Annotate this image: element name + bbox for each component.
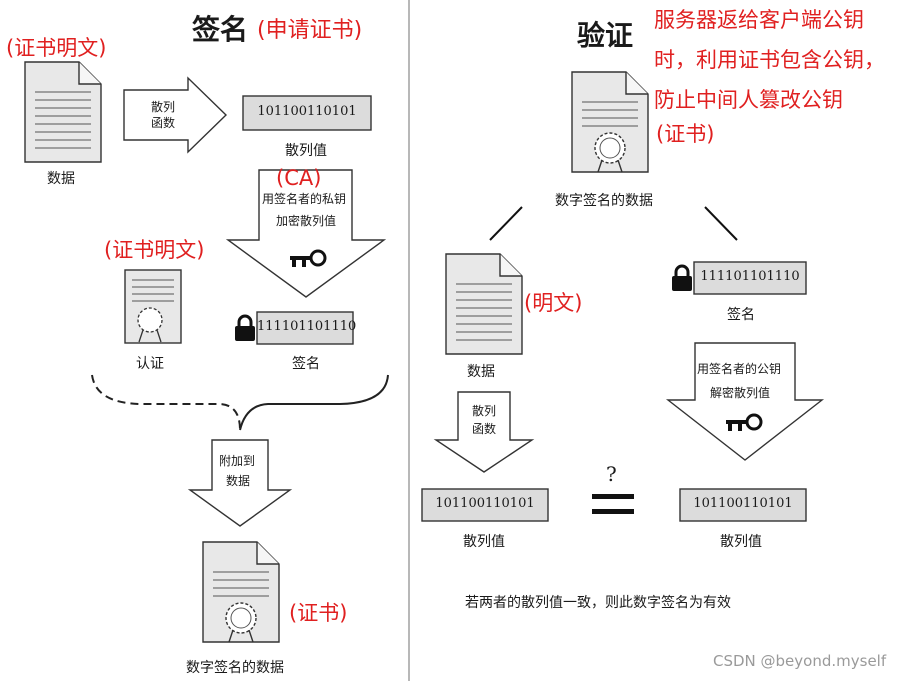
- certificate-seal-icon: [571, 71, 649, 173]
- arrow-right-icon: [123, 76, 228, 154]
- right-signature-label: 签名: [727, 307, 755, 323]
- signature-box: 111101101110: [257, 319, 357, 334]
- right-note-line4: (证书): [656, 122, 715, 146]
- certificate-seal-icon: [202, 541, 280, 643]
- document-icon: [445, 253, 523, 355]
- right-doc-note: (明文): [524, 291, 583, 315]
- attach-line1: 附加到: [219, 454, 256, 468]
- hash-value-box-left-shape: [421, 488, 549, 522]
- ca-note: (CA): [276, 166, 322, 190]
- cert-note: (证书): [289, 601, 348, 625]
- hash-fn-line2: 函数: [151, 116, 176, 130]
- watermark: CSDN @beyond.myself: [713, 652, 887, 670]
- arrow-down-icon: [187, 439, 293, 527]
- right-doc-label: 数据: [467, 364, 495, 380]
- hash-value-box-right-shape: [679, 488, 807, 522]
- encrypt-line1: 用签名者的私钥: [262, 192, 347, 206]
- left-title: 签名: [192, 13, 249, 46]
- right-note-line1: 服务器返给客户端公钥: [654, 8, 864, 32]
- right-signed-data-label: 数字签名的数据: [555, 193, 653, 209]
- right-hash-value-right: 101100110101: [693, 496, 793, 511]
- signed-data-label: 数字签名的数据: [186, 660, 284, 676]
- right-note-line3: 防止中间人篡改公钥: [654, 88, 843, 112]
- decrypt-line1: 用签名者的公钥: [697, 362, 782, 376]
- signature-box-shape: [693, 261, 807, 295]
- arrow-down-icon: [433, 391, 535, 473]
- hash-value-box: 101100110101: [257, 104, 357, 119]
- hash-label: 散列值: [285, 143, 327, 159]
- arrow-down-icon: [665, 342, 825, 461]
- right-signature-box: 111101101110: [700, 269, 800, 284]
- right-note-line2: 时，利用证书包含公钥，: [654, 48, 885, 72]
- split-line-left: [489, 206, 523, 241]
- right-hash-fn-line1: 散列: [472, 404, 497, 418]
- note-plaintext-mid: (证书明文): [104, 238, 205, 262]
- hash-fn-line1: 散列: [151, 100, 176, 114]
- cert-label: 认证: [136, 356, 164, 372]
- split-line-right: [704, 206, 738, 241]
- note-plaintext-top: (证书明文): [6, 36, 107, 60]
- document-icon: [24, 61, 102, 163]
- certificate-seal-icon: [124, 269, 182, 344]
- question-mark: ?: [606, 462, 617, 486]
- doc-label: 数据: [47, 171, 75, 187]
- right-hash-label-right: 散列值: [720, 534, 762, 550]
- right-hash-fn-line2: 函数: [472, 422, 497, 436]
- conclusion-text: 若两者的散列值一致，则此数字签名为有效: [465, 595, 731, 611]
- signature-label: 签名: [292, 356, 320, 372]
- decrypt-line2: 解密散列值: [710, 386, 771, 400]
- dashed-curve: [91, 374, 241, 431]
- lock-icon: [670, 264, 694, 293]
- arrow-down-icon: [225, 169, 387, 298]
- hash-value-box-shape: [242, 95, 372, 131]
- encrypt-line2: 加密散列值: [276, 214, 337, 228]
- left-title-note: (申请证书): [257, 18, 363, 43]
- right-hash-value-left: 101100110101: [435, 496, 535, 511]
- equals-icon: [592, 494, 634, 499]
- lock-icon: [233, 314, 257, 343]
- attach-line2: 数据: [226, 474, 251, 488]
- signature-box-shape: [256, 311, 354, 345]
- solid-curve: [239, 374, 389, 431]
- right-hash-label-left: 散列值: [463, 534, 505, 550]
- right-title: 验证: [577, 19, 634, 52]
